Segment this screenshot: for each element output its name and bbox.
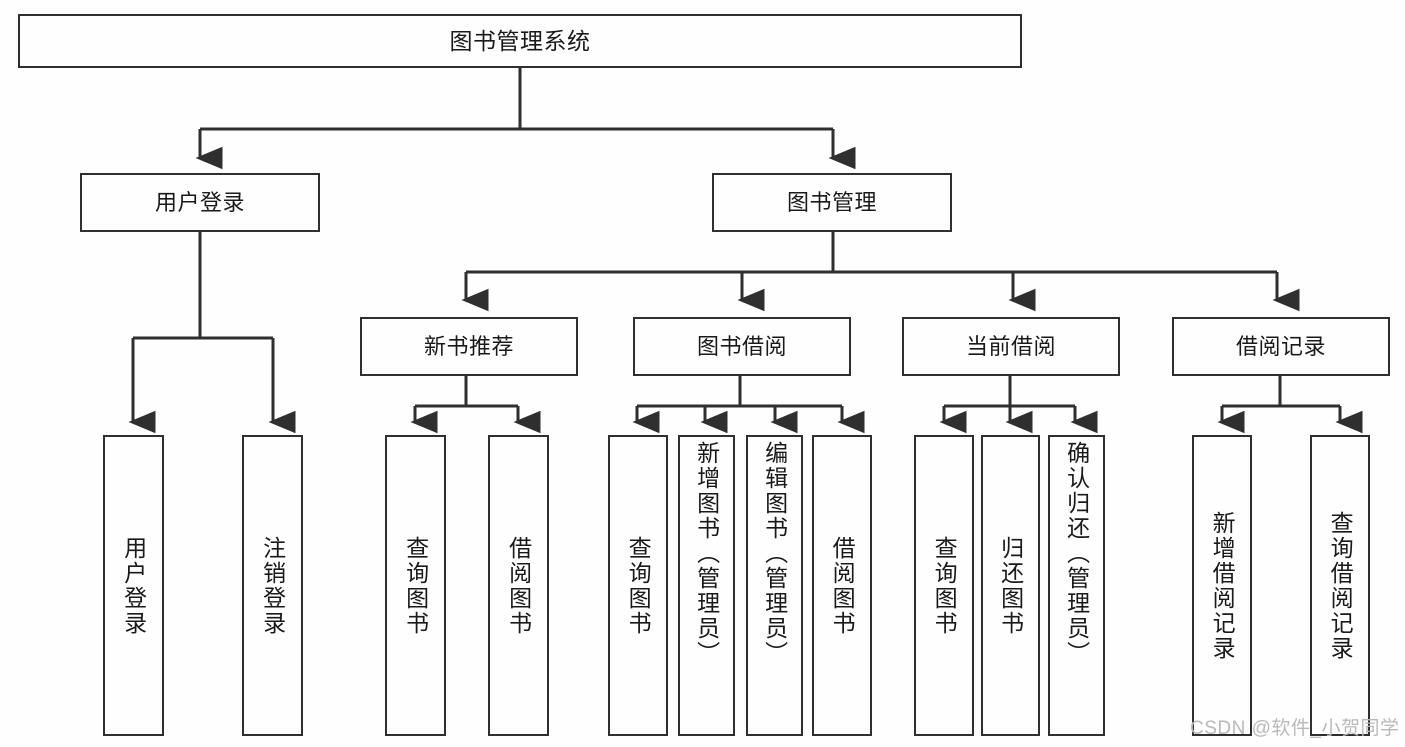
- leaf-current-return-book-label: 归还图书: [997, 535, 1024, 636]
- leaf-newbook-query-book[interactable]: 查询图书: [385, 435, 446, 736]
- leaf-current-query-book[interactable]: 查询图书: [914, 435, 974, 736]
- leaf-borrow-add-book-label: 新增图书（管理员）: [693, 441, 720, 666]
- leaf-current-query-book-label: 查询图书: [931, 535, 958, 636]
- node-new-book-recommend[interactable]: 新书推荐: [360, 317, 578, 376]
- leaf-borrow-borrow-book-label: 借阅图书: [829, 535, 856, 636]
- leaf-records-query-record-label: 查询借阅记录: [1327, 510, 1354, 661]
- leaf-current-confirm-return[interactable]: 确认归还（管理员）: [1048, 435, 1105, 736]
- watermark: CSDN @软件_小贺同学: [1190, 718, 1400, 739]
- leaf-records-add-record[interactable]: 新增借阅记录: [1192, 435, 1252, 736]
- leaf-borrow-query-book-label: 查询图书: [625, 535, 652, 636]
- node-borrow-records-label: 借阅记录: [1235, 333, 1326, 359]
- leaf-records-query-record[interactable]: 查询借阅记录: [1310, 435, 1370, 736]
- leaf-borrow-edit-book[interactable]: 编辑图书（管理员）: [746, 435, 803, 736]
- node-new-book-recommend-label: 新书推荐: [423, 333, 514, 359]
- leaf-borrow-borrow-book[interactable]: 借阅图书: [812, 435, 872, 736]
- leaf-user-login[interactable]: 用户登录: [103, 435, 164, 736]
- leaf-borrow-query-book[interactable]: 查询图书: [608, 435, 668, 736]
- leaf-user-logout[interactable]: 注销登录: [242, 435, 303, 736]
- leaf-newbook-borrow-book[interactable]: 借阅图书: [488, 435, 549, 736]
- leaf-user-logout-label: 注销登录: [259, 535, 286, 636]
- node-book-borrow-label: 图书借阅: [696, 333, 787, 359]
- leaf-current-confirm-return-label: 确认归还（管理员）: [1063, 441, 1090, 666]
- node-borrow-records[interactable]: 借阅记录: [1172, 317, 1390, 376]
- node-current-borrow-label: 当前借阅: [965, 333, 1056, 359]
- node-book-borrow[interactable]: 图书借阅: [633, 317, 851, 376]
- node-book-management-label: 图书管理: [786, 189, 877, 215]
- node-root-label: 图书管理系统: [449, 27, 591, 54]
- node-user-login-label: 用户登录: [154, 189, 245, 215]
- leaf-borrow-edit-book-label: 编辑图书（管理员）: [761, 441, 788, 666]
- node-current-borrow[interactable]: 当前借阅: [902, 317, 1120, 376]
- leaf-user-login-label: 用户登录: [120, 535, 147, 636]
- leaf-current-return-book[interactable]: 归还图书: [981, 435, 1040, 736]
- leaf-records-add-record-label: 新增借阅记录: [1209, 510, 1236, 661]
- leaf-newbook-borrow-book-label: 借阅图书: [505, 535, 532, 636]
- node-user-login[interactable]: 用户登录: [80, 173, 320, 232]
- node-root[interactable]: 图书管理系统: [18, 14, 1022, 68]
- node-book-management[interactable]: 图书管理: [712, 173, 952, 232]
- leaf-borrow-add-book[interactable]: 新增图书（管理员）: [678, 435, 735, 736]
- leaf-newbook-query-book-label: 查询图书: [402, 535, 429, 636]
